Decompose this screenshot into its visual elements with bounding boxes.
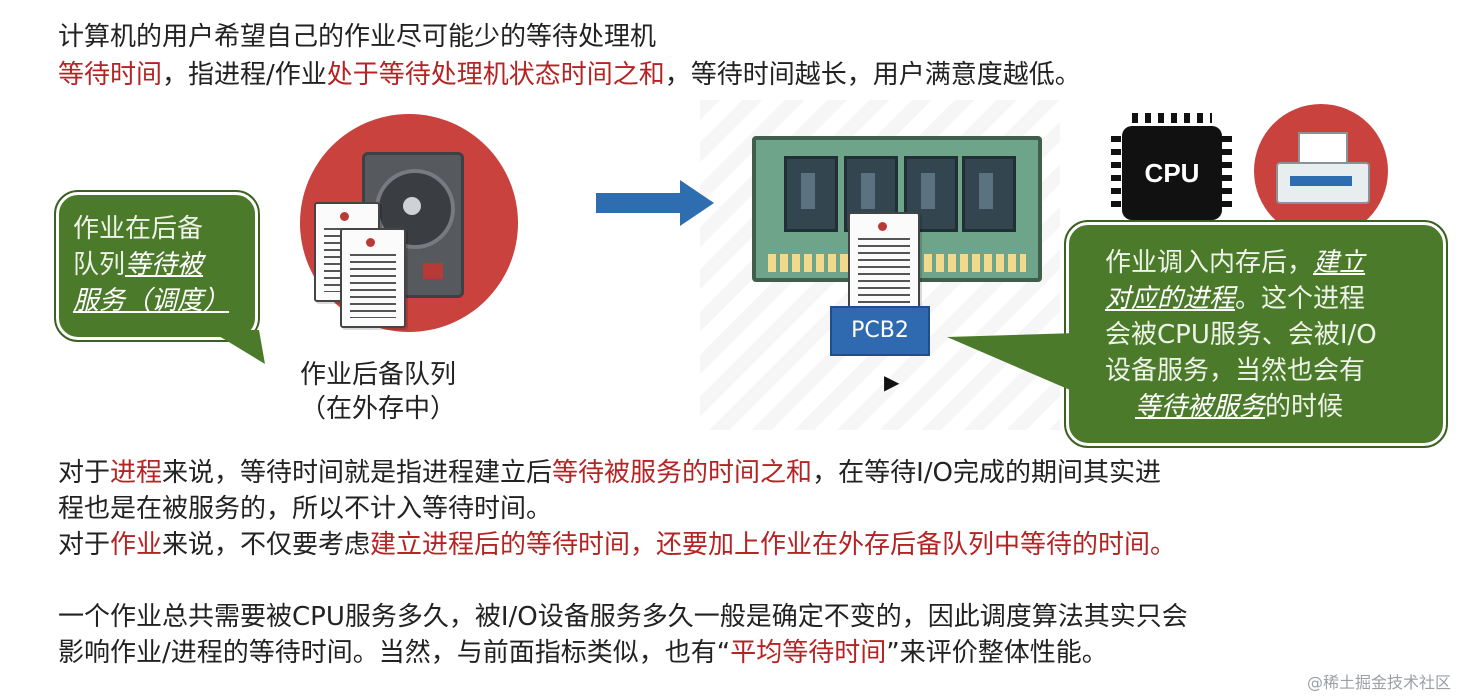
definition-highlight: 处于等待处理机状态时间之和	[326, 60, 665, 90]
process-paragraph-line-2: 程也是在被服务的，所以不计入等待时间。	[58, 494, 553, 524]
summary-line-1: 一个作业总共需要被CPU服务多久，被I/O设备服务多久一般是确定不变的，因此调度…	[58, 602, 1188, 632]
arrow-right-head	[680, 180, 714, 226]
watermark: @稀土掘金技术社区	[1306, 673, 1451, 692]
term-waiting-time: 等待时间	[58, 60, 163, 90]
process-bubble: 作业调入内存后，建立 对应的进程。这个进程 会被CPU服务、会被I/O 设备服务…	[947, 220, 1448, 448]
bubble-tail	[947, 333, 1077, 393]
intro-line-1: 计算机的用户希望自己的作业尽可能少的等待处理机	[58, 22, 657, 52]
summary-line-2: 影响作业/进程的等待时间。当然，与前面指标类似，也有“平均等待时间”来评价整体性…	[58, 638, 1108, 668]
process-paragraph-line-1: 对于进程来说，等待时间就是指进程建立后等待被服务的时间之和，在等待I/O完成的期…	[58, 458, 1161, 488]
arrow-right-icon	[596, 193, 682, 213]
pcb-label: PCB2	[830, 306, 930, 356]
bubble-tail	[209, 330, 265, 364]
job-queue-caption: 作业后备队列 （在外存中）	[299, 360, 456, 424]
pcb-document-icon	[848, 212, 920, 320]
intro-line-2: 等待时间，指进程/作业处于等待处理机状态时间之和，等待时间越长，用户满意度越低。	[58, 60, 1081, 90]
cpu-icon: CPU	[1122, 126, 1222, 220]
job-paragraph: 对于作业来说，不仅要考虑建立进程后的等待时间，还要加上作业在外存后备队列中等待的…	[58, 530, 1177, 560]
job-queue-bubble: 作业在后备 队列等待被 服务（调度）	[54, 190, 265, 364]
mouse-cursor-icon: ▶	[884, 370, 900, 394]
document-icon	[340, 228, 406, 328]
